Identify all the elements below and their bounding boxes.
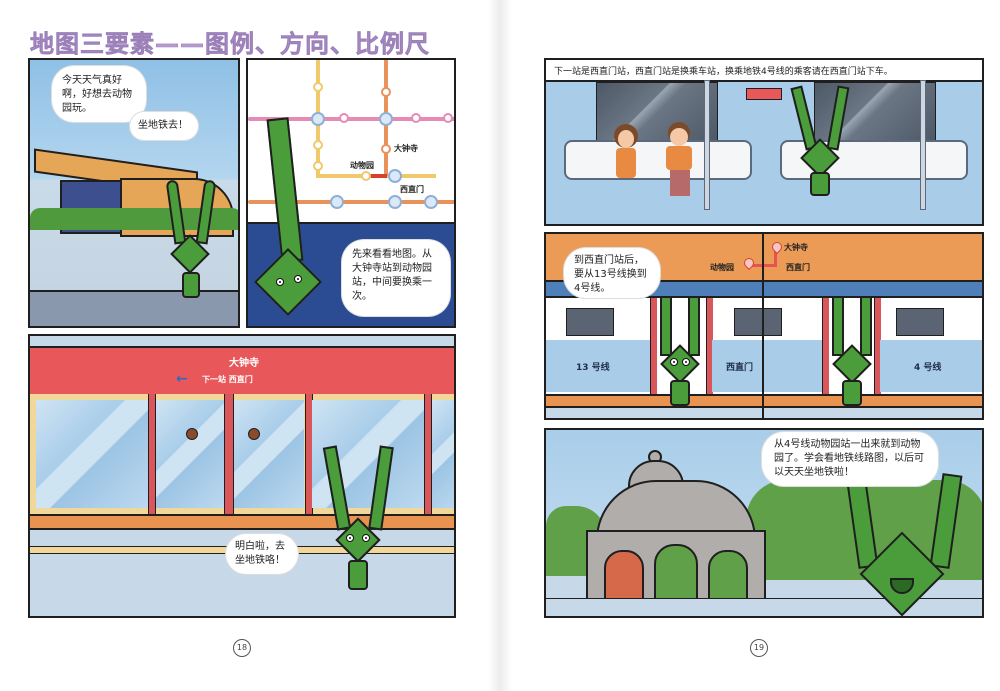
sign-station-name: 大钟寺 [229,358,259,369]
pole-right [920,80,926,210]
panel-transfer: 大钟寺 动物园 西直门 13 号线 西直门 4 号线 [544,232,984,420]
panel-train-platform: 大钟寺 ← 下一站 西直门 明白啦，去坐地铁咯 [28,334,456,618]
announcement-caption: 下一站是西直门站，西直门站是换乘车站，换乘地铁4号线的乘客请在西直门站下车。 [554,67,893,77]
pole-left [704,80,710,210]
platform-edge [546,394,982,408]
map-label-dazhongsi: 大钟寺 [394,144,418,153]
right-page: 下一站是西直门站，西直门站是换乘车站，换乘地铁4号线的乘客请在西直门站下车。 [512,0,1000,691]
panel-station-entrance: 今天天气真好啊，好想去动物园玩。 坐地铁去！ [28,58,240,328]
train-door-right [234,400,304,508]
boy-passenger [664,122,694,200]
status-light [746,88,782,100]
ground [546,598,982,616]
door-light-left [186,428,198,440]
page-number-right: 19 [750,639,768,657]
girl-passenger [612,124,640,194]
speech-bubble-2: 坐地铁去！ [130,112,198,140]
book-gutter [488,0,512,691]
panel-train-interior: 下一站是西直门站，西直门站是换乘车站，换乘地铁4号线的乘客请在西直门站下车。 [544,58,984,226]
sprout-character-pointing [254,117,334,326]
speech-bubble-transfer: 到西直门站后，要从13号线换到4号线。 [564,248,660,298]
sprout-character-transfer-1 [658,296,702,406]
transfer-label-dongwuyuan: 动物园 [710,263,734,272]
route-line-vertical [774,248,777,267]
bushes [30,208,238,230]
sprout-character-transfer-2 [830,296,874,406]
page-number-left: 18 [233,639,251,657]
xizhimen-label: 西直门 [726,363,754,373]
zoo-gate [586,450,766,604]
train-door-left [156,400,224,508]
caption-box: 下一站是西直门站，西直门站是换乘车站，换乘地铁4号线的乘客请在西直门站下车。 [546,60,982,82]
left-page: 地图三要素——图例、方向、比例尺 今天天气真好啊，好想去动物园玩。 坐地铁去！ [0,0,490,691]
panel-divider [762,234,764,418]
transfer-label-xizhimen: 西直门 [786,263,810,272]
arrow-left-icon: ← [176,371,188,387]
door-light-right [248,428,260,440]
platform-edge [30,514,454,530]
train-13: 13 号线 西直门 4 号线 [546,298,982,394]
sprout-character [165,179,220,300]
sign-next-station: 下一站 西直门 [202,375,253,384]
speech-bubble-1: 今天天气真好啊，好想去动物园玩。 [52,66,146,122]
map-label-xizhimen: 西直门 [400,185,424,194]
platform-sign: 大钟寺 ← 下一站 西直门 [30,346,454,396]
sprout-character-seated [790,85,854,196]
line-13-label: 13 号线 [576,363,610,373]
road [30,290,238,326]
panel-zoo-gate: 从4号线动物园站一出来就到动物园了。学会看地铁线路图，以后可以天天坐地铁啦！ [544,428,984,618]
route-line [752,264,776,267]
speech-bubble-map: 先来看看地图。从大钟寺站到动物园站，中间要换乘一次。 [342,240,450,316]
sprout-character-happy [845,473,966,616]
window-left [596,82,718,144]
panel-subway-map: 大钟寺 动物园 西直门 先来看看地图。从大钟寺站到动物园站，中间要换乘一次。 [246,58,456,328]
line-4-label: 4 号线 [914,363,942,373]
speech-bubble-go: 明白啦，去坐地铁咯！ [226,534,298,574]
subway-map: 大钟寺 动物园 西直门 [248,60,454,220]
seat-left [564,140,752,180]
speech-bubble-zoo: 从4号线动物园站一出来就到动物园了。学会看地铁线路图，以后可以天天坐地铁啦！ [762,432,938,486]
page-title: 地图三要素——图例、方向、比例尺 [30,30,430,59]
sprout-character-walking [322,445,394,596]
map-label-dongwuyuan: 动物园 [350,161,374,170]
transfer-label-dazhongsi: 大钟寺 [784,243,808,252]
